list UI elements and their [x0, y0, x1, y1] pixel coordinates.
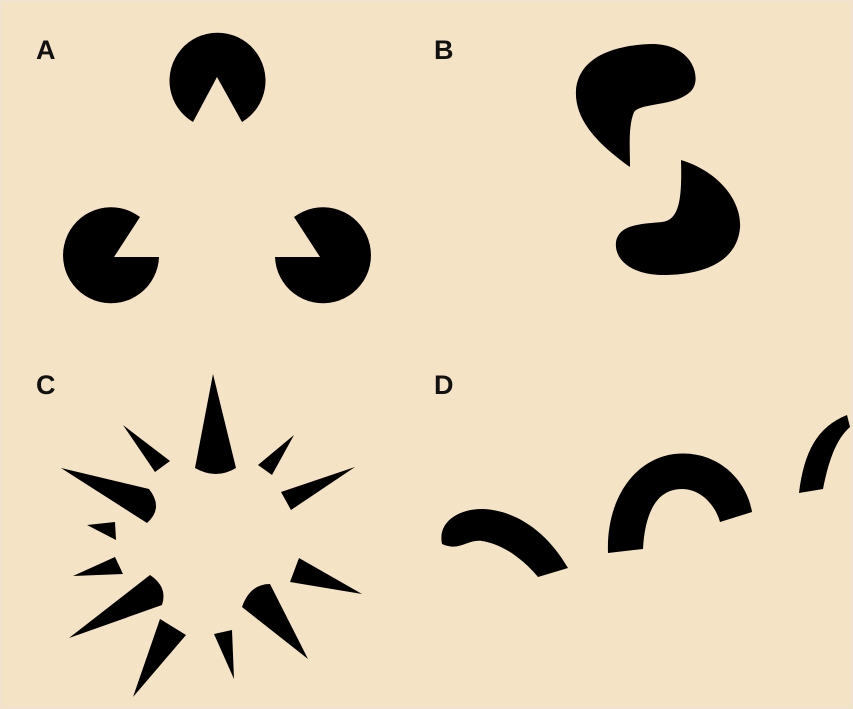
panel-b-label: B	[434, 35, 454, 65]
spike-small-left	[87, 522, 116, 540]
pacman-bottom-right	[275, 207, 371, 303]
panel-b: B	[434, 35, 740, 275]
panel-c-label: C	[36, 370, 56, 400]
spike-mid-left	[73, 557, 123, 576]
spike-right	[290, 558, 362, 594]
spike-upper-left	[61, 468, 156, 523]
spike-bottom	[214, 630, 234, 679]
spike-bottom-left	[133, 619, 186, 697]
spike-lower-right	[242, 584, 308, 659]
arc-right	[799, 415, 850, 493]
spike-top-left	[123, 425, 170, 472]
arc-middle	[608, 453, 752, 553]
panel-a-label: A	[36, 35, 56, 65]
spike-top	[195, 374, 236, 474]
panel-c: C	[36, 370, 362, 697]
panel-d-label: D	[434, 370, 454, 400]
arc-left	[441, 509, 568, 577]
panel-a: A	[36, 33, 371, 304]
spike-upper-right	[281, 467, 355, 510]
panel-d: D	[434, 370, 850, 577]
pacman-top	[170, 33, 266, 122]
blob-upper	[576, 44, 696, 167]
spike-lower-left	[69, 575, 164, 638]
blob-lower	[616, 160, 740, 275]
spike-top-right	[258, 435, 294, 475]
pacman-bottom-left	[63, 207, 159, 303]
